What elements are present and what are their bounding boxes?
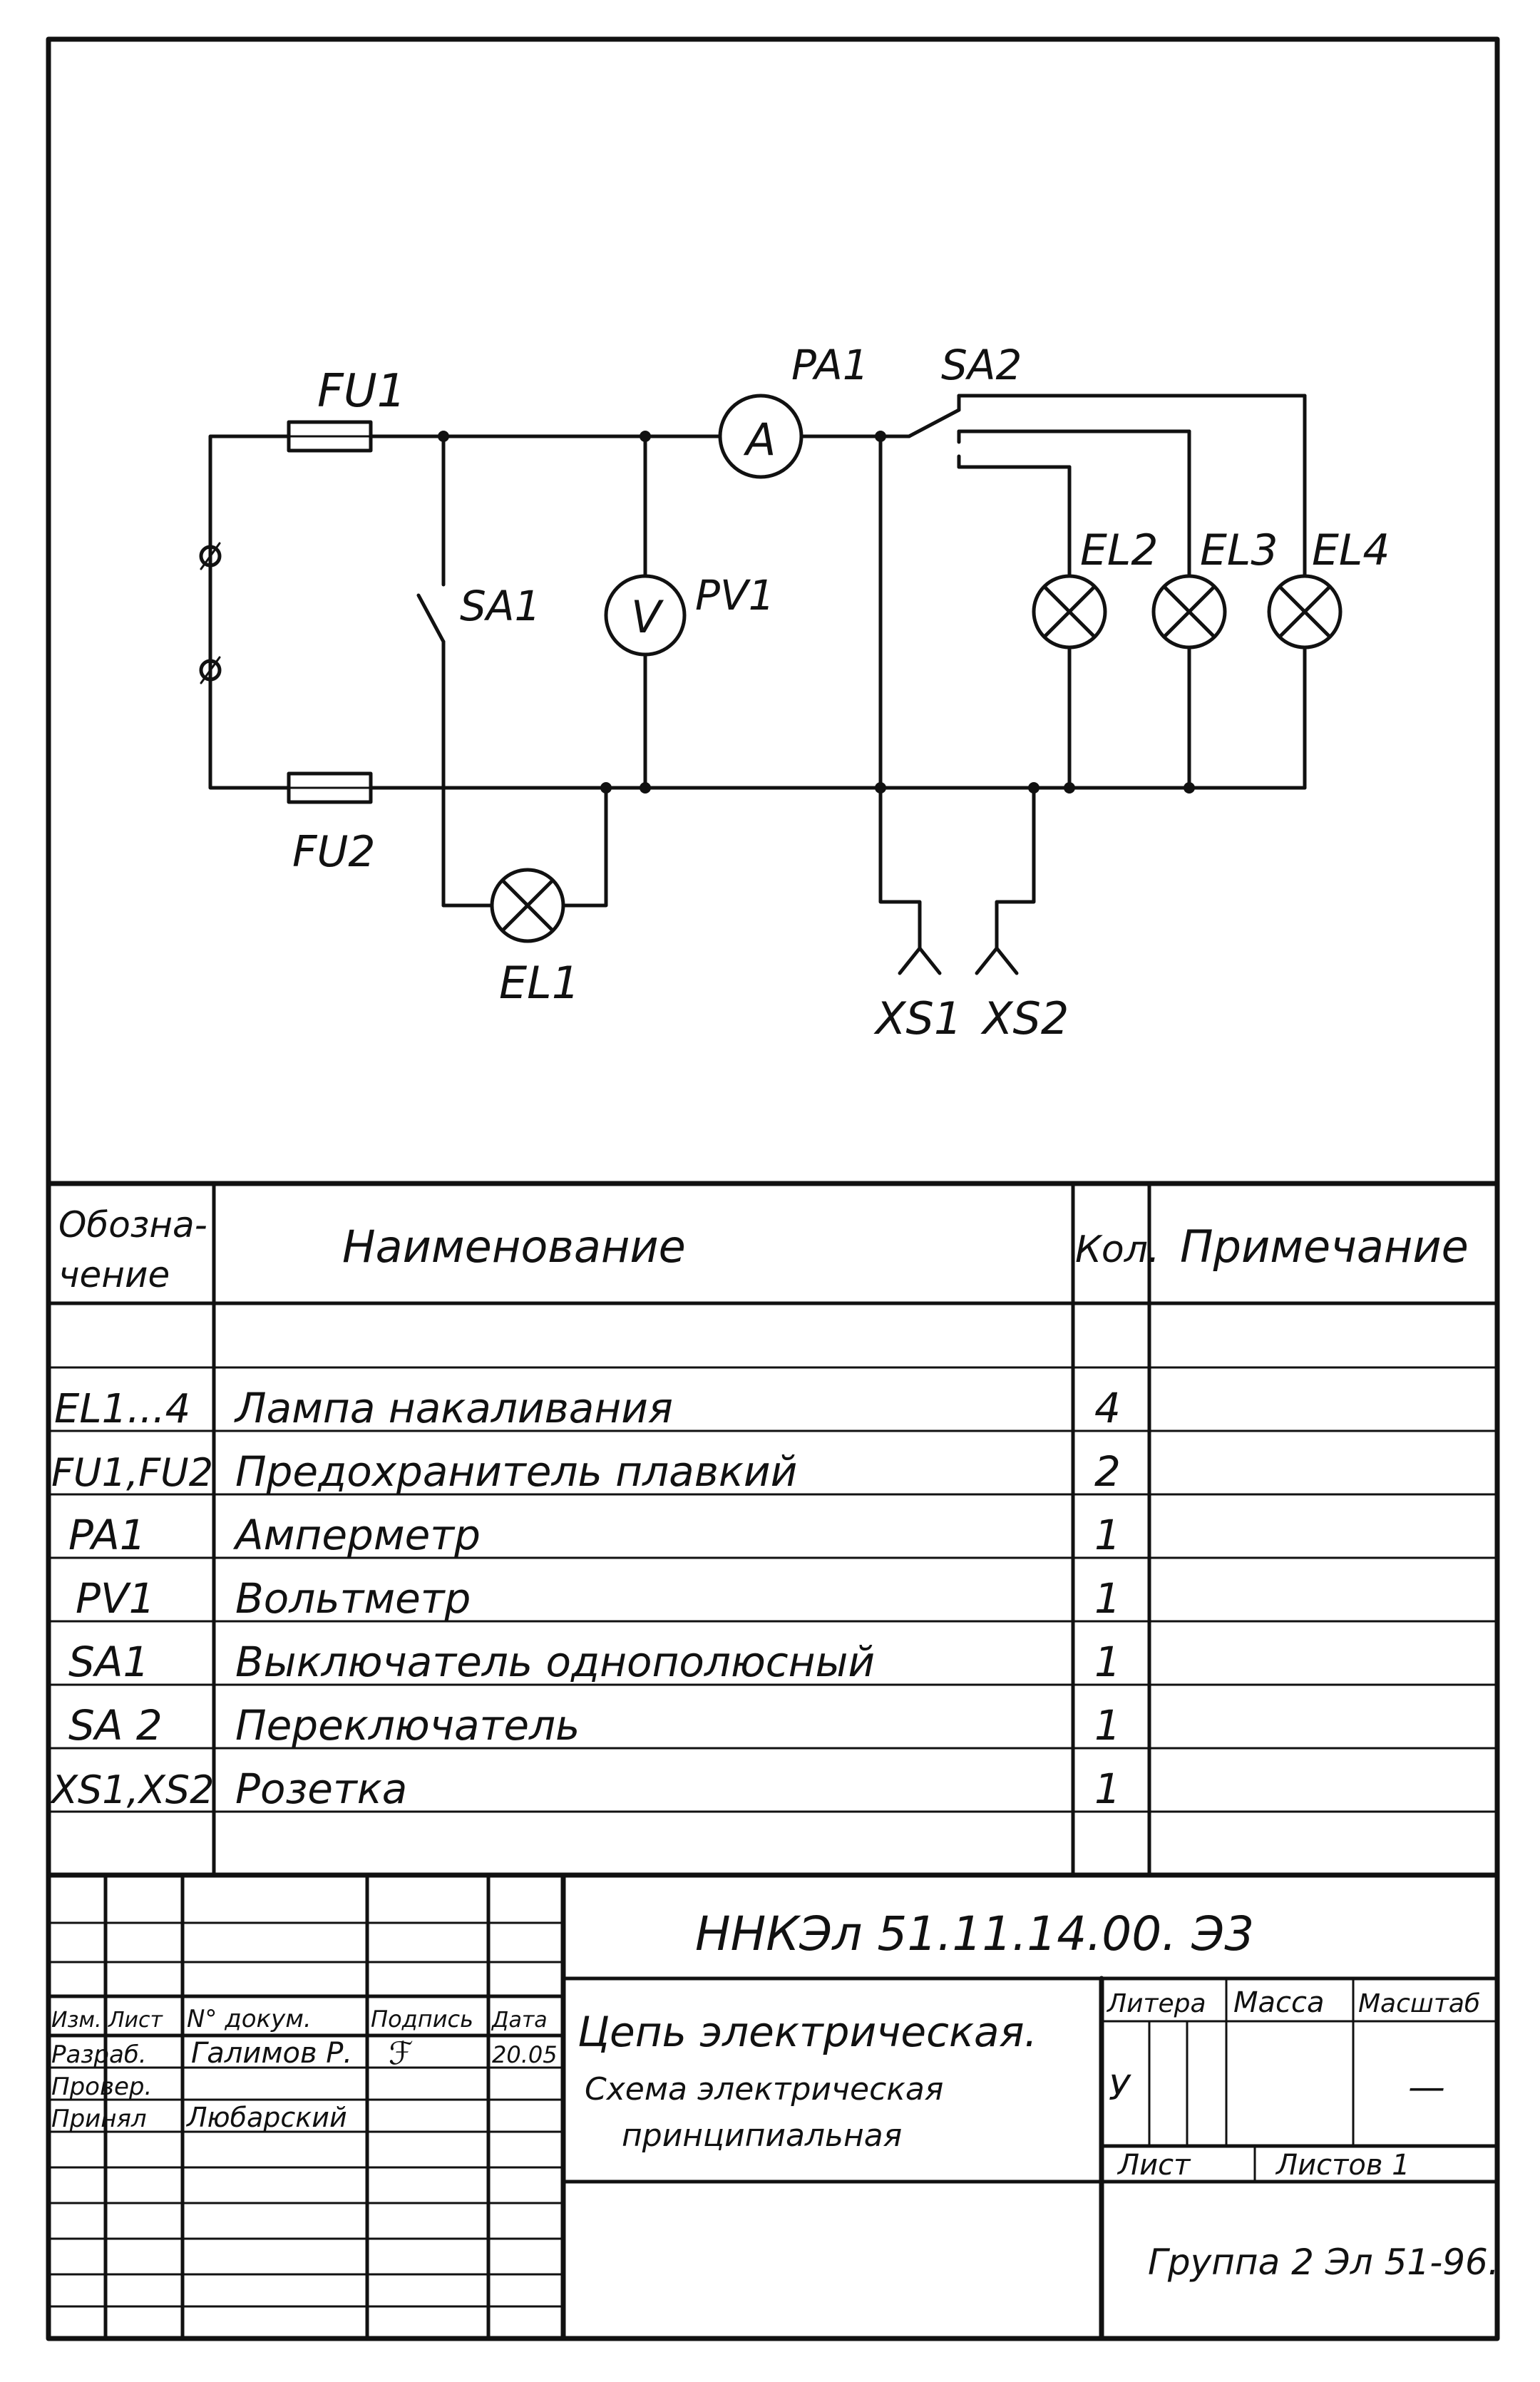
row-designation: PA1 <box>68 1511 146 1559</box>
label-fu2: FU2 <box>292 827 376 877</box>
title-block: ННКЭл 51.11.14.00. Э3 Изм. Лист N° докум… <box>46 1872 1499 2341</box>
circuit-schematic: FU1 FU2 SA1 <box>199 341 1390 1044</box>
row-designation: SA 2 <box>68 1701 163 1750</box>
fuse-fu2 <box>287 771 373 804</box>
role-checked: Провер. <box>51 2073 152 2101</box>
label-pa1: PA1 <box>791 341 869 389</box>
terminal-top <box>199 542 222 570</box>
lamp-el3 <box>1151 574 1227 650</box>
role-developed: Разраб. <box>51 2040 147 2069</box>
row-name: Амперметр <box>232 1511 481 1559</box>
lamp-el2 <box>1032 574 1107 650</box>
col-label-izm: Изм. <box>51 2008 102 2033</box>
label-xs2: XS2 <box>980 992 1069 1044</box>
header-name: Наименование <box>342 1221 686 1273</box>
row-designation: XS1,XS2 <box>49 1767 214 1812</box>
switch-sa1 <box>416 434 446 908</box>
lamp-el1 <box>490 868 565 943</box>
socket-xs1 <box>878 434 942 975</box>
table-row: XS1,XS2 Розетка 1 <box>49 1765 1121 1813</box>
approver-name: Любарский <box>185 2102 347 2133</box>
sheet-label: Лист <box>1116 2149 1191 2182</box>
row-designation: PV1 <box>76 1574 155 1623</box>
role-approved: Принял <box>51 2105 147 2133</box>
header-note: Примечание <box>1180 1221 1469 1273</box>
litera-value: У <box>1109 2068 1131 2108</box>
label-pv1: PV1 <box>695 571 775 620</box>
row-qty: 4 <box>1094 1384 1121 1432</box>
table-row: EL1...4 Лампа накаливания 4 <box>54 1384 1121 1432</box>
junction-dots <box>438 431 1195 794</box>
wire-el1-branch <box>441 786 608 908</box>
drawing-subtitle-line1: Схема электрическая <box>585 2071 943 2108</box>
voltmeter-letter: V <box>631 591 664 643</box>
ammeter-letter: A <box>743 414 776 466</box>
scale-label: Масштаб <box>1358 1989 1480 2018</box>
col-label-date: Дата <box>491 2008 548 2033</box>
developer-name: Галимов Р. <box>191 2037 352 2070</box>
socket-xs2 <box>975 786 1036 975</box>
developer-signature: ℱ <box>389 2036 414 2072</box>
row-name: Переключатель <box>235 1701 580 1750</box>
row-designation: FU1,FU2 <box>51 1450 213 1495</box>
row-name: Выключатель однополюсный <box>235 1638 875 1686</box>
group-label: Группа 2 Эл 51-96. <box>1148 2242 1499 2283</box>
table-row: FU1,FU2 Предохранитель плавкий 2 <box>51 1447 1121 1496</box>
header-designation-line1: Обозна- <box>58 1204 207 1246</box>
col-label-signature: Подпись <box>371 2006 473 2033</box>
drawing-subtitle-line2: принципиальная <box>622 2117 902 2154</box>
label-xs1: XS1 <box>873 992 962 1044</box>
header-qty: Кол. <box>1075 1228 1160 1271</box>
lamp-el4 <box>1267 574 1343 650</box>
drawing-title: Цепь электрическая. <box>578 2008 1037 2056</box>
document-code: ННКЭл 51.11.14.00. Э3 <box>695 1906 1254 1961</box>
row-qty: 1 <box>1094 1574 1121 1623</box>
label-el1: EL1 <box>499 957 580 1009</box>
wire-left-bus <box>208 434 291 790</box>
label-el2: EL2 <box>1080 525 1159 575</box>
litera-label: Литера <box>1106 1989 1206 2018</box>
row-qty: 1 <box>1094 1701 1121 1750</box>
terminal-bottom <box>199 656 222 684</box>
col-label-list: Лист <box>108 2008 164 2033</box>
switch-sa2 <box>907 394 1307 469</box>
label-el4: EL4 <box>1312 525 1390 575</box>
row-qty: 1 <box>1094 1638 1121 1686</box>
spec-table: Обозна- чение Наименование Кол. Примечан… <box>46 1181 1500 1878</box>
table-row: PA1 Амперметр 1 <box>68 1511 1121 1559</box>
label-sa1: SA1 <box>460 582 540 630</box>
ammeter-pa1: A <box>718 394 804 479</box>
voltmeter-pv1: V <box>604 574 687 657</box>
table-row: SA1 Выключатель однополюсный 1 <box>68 1638 1121 1686</box>
table-row: PV1 Вольтметр 1 <box>76 1574 1121 1623</box>
mass-label: Масса <box>1233 1986 1325 2019</box>
fuse-fu1 <box>287 420 373 453</box>
col-label-doc-no: N° докум. <box>187 2005 312 2033</box>
label-fu1: FU1 <box>317 365 406 418</box>
label-el3: EL3 <box>1200 525 1278 575</box>
row-designation: EL1...4 <box>54 1386 190 1432</box>
header-designation-line2: чение <box>58 1254 170 1295</box>
row-qty: 1 <box>1094 1765 1121 1813</box>
developer-date: 20.05 <box>492 2041 558 2068</box>
row-name: Предохранитель плавкий <box>235 1447 797 1496</box>
sheets-label: Листов 1 <box>1275 2149 1410 2182</box>
label-sa2: SA2 <box>941 341 1022 389</box>
row-name: Вольтметр <box>235 1574 471 1623</box>
row-name: Розетка <box>235 1765 407 1813</box>
row-qty: 2 <box>1094 1447 1121 1496</box>
table-row: SA 2 Переключатель 1 <box>68 1701 1121 1750</box>
row-name: Лампа накаливания <box>234 1384 673 1432</box>
row-qty: 1 <box>1094 1511 1121 1559</box>
sheet-frame <box>46 36 1500 2341</box>
scale-value: — <box>1408 2066 1445 2109</box>
row-designation: SA1 <box>68 1638 149 1686</box>
